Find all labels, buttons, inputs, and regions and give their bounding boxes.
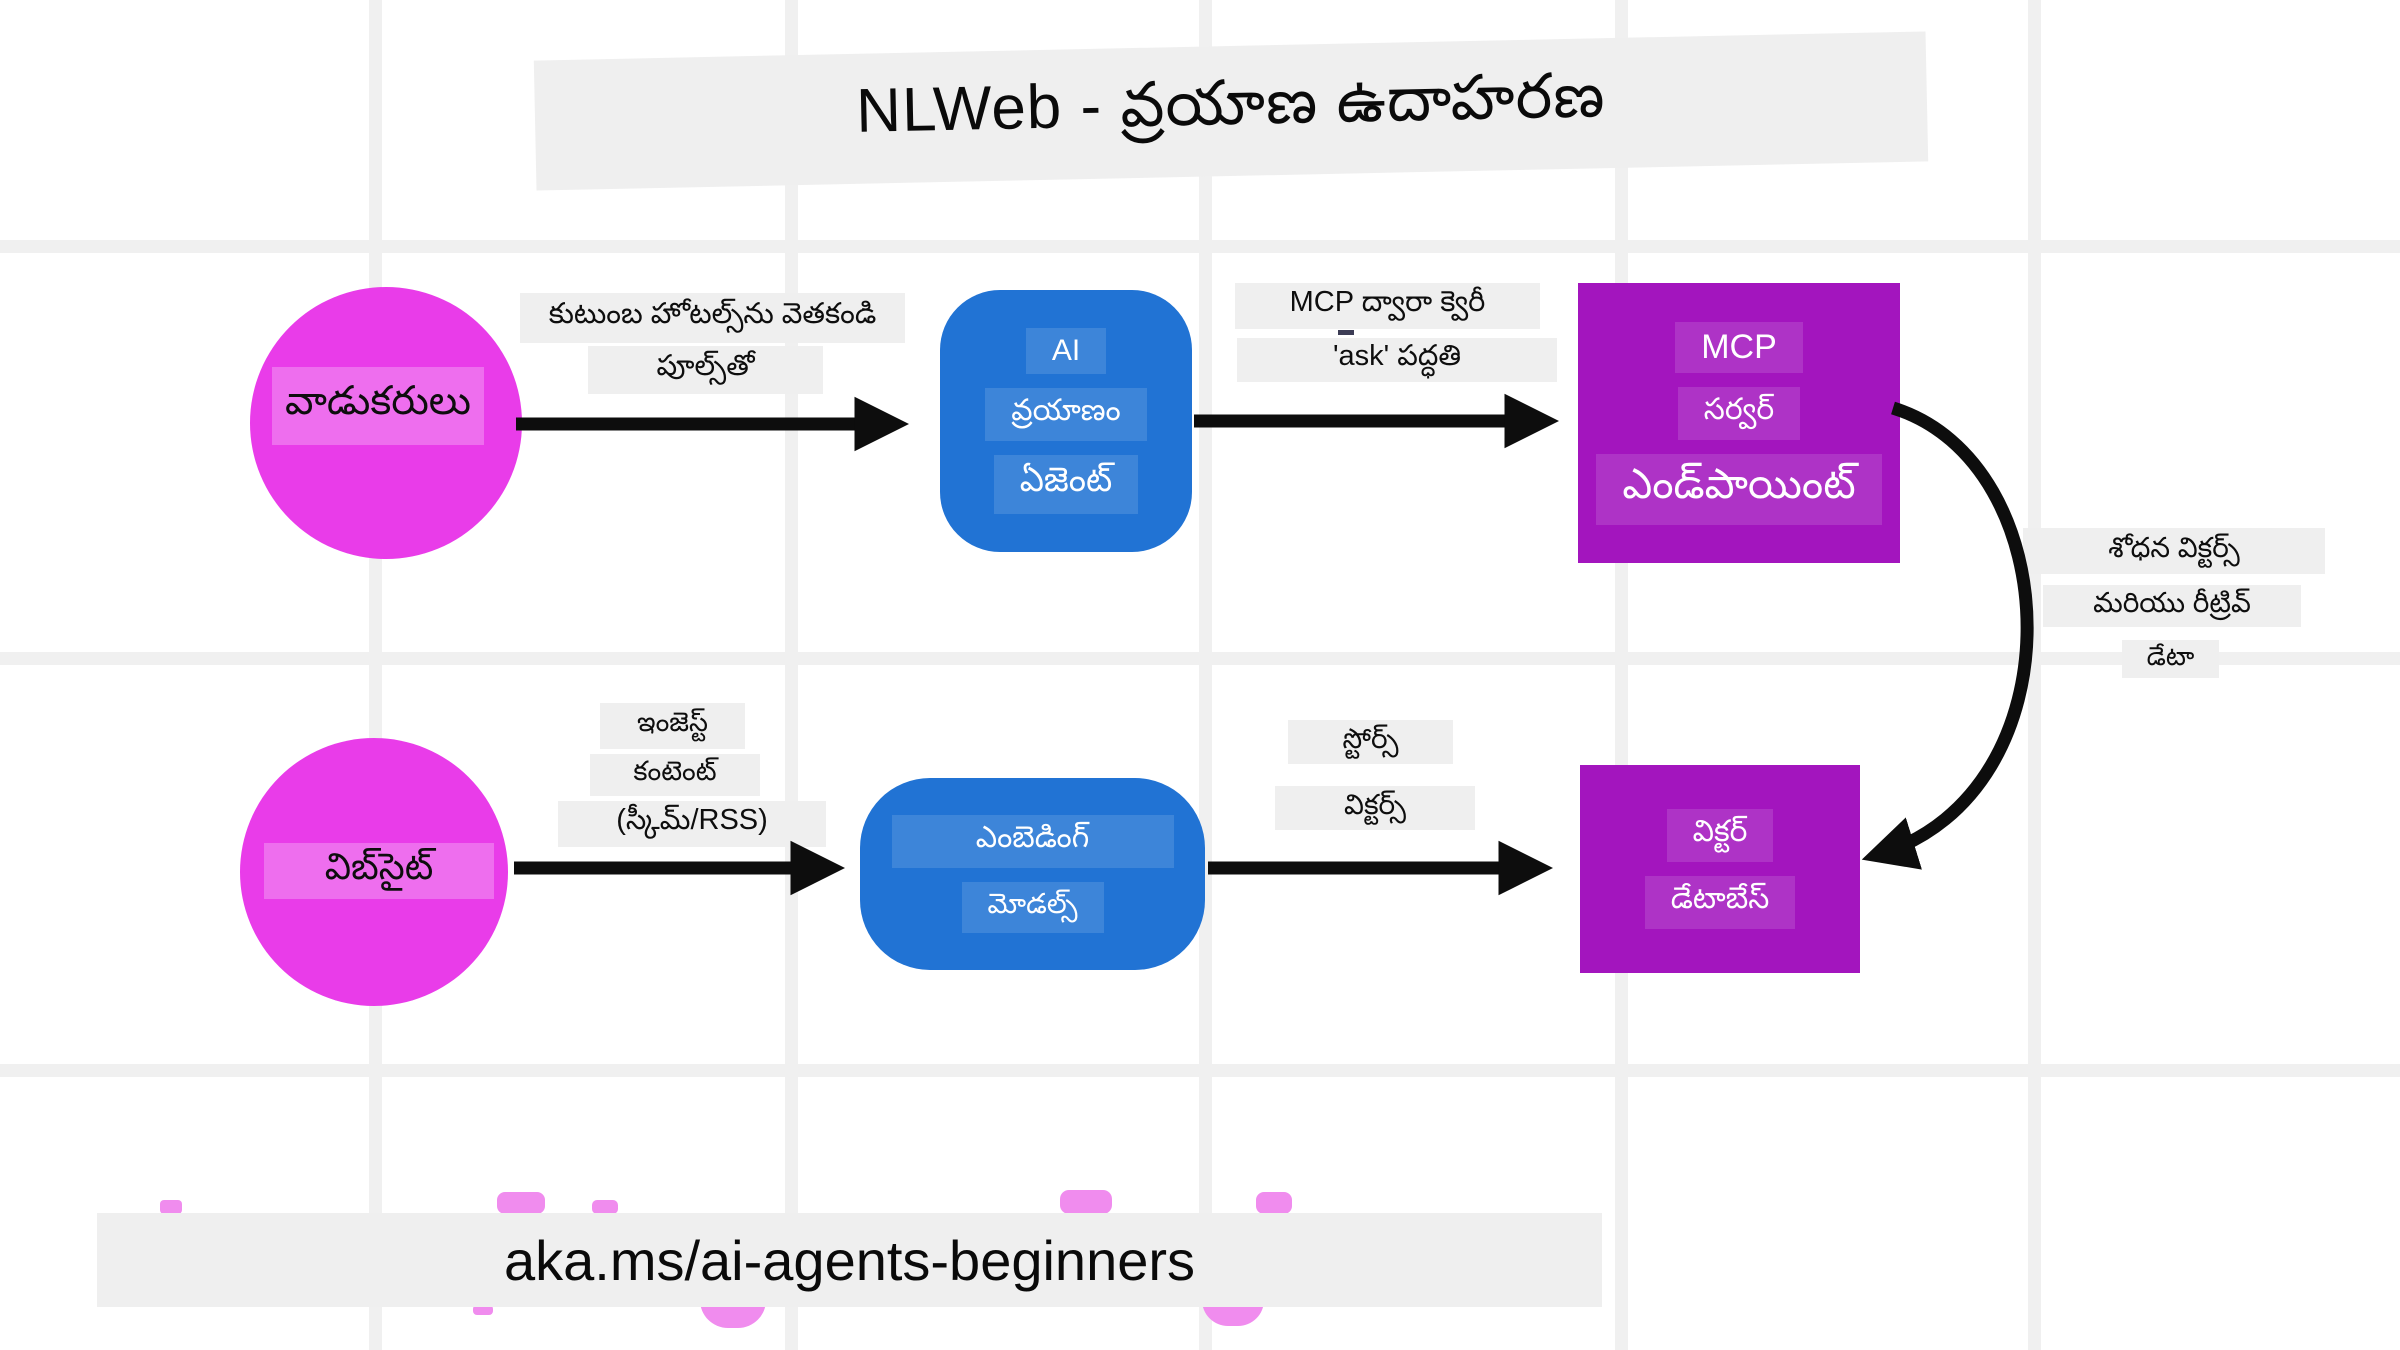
- edge-label-search-1: శోధన విక్టర్స్: [2023, 528, 2325, 574]
- arrow-mcp-to-vectordb-curve: [1861, 401, 2034, 870]
- grid-line-vertical: [1615, 0, 1628, 1350]
- grid-line-vertical: [369, 0, 382, 1350]
- edge-label-ingest-3: (స్కీమ్/RSS): [558, 801, 826, 847]
- grid-line-horizontal: [0, 240, 2400, 253]
- node-website-label: విబ్‌సైట్: [264, 843, 494, 899]
- node-ai-travel-agent: AI వ్రయాణం ఏజెంట్: [940, 290, 1192, 552]
- pink-text-fragment: [497, 1192, 545, 1214]
- edge-label-store-2: విక్టర్స్: [1275, 786, 1475, 830]
- edge-label-mcp-query-2: 'ask' పద్ధతి: [1237, 338, 1557, 382]
- node-embedding-line-1: ఎంబెడింగ్: [891, 815, 1174, 868]
- node-users-label: వాడుకరులు: [272, 367, 484, 445]
- edge-label-ingest-1: ఇంజెస్ట్: [600, 703, 745, 749]
- grid-line-vertical: [2028, 0, 2041, 1350]
- grid-line-vertical: [1199, 0, 1212, 1350]
- edge-label-mcp-query-1: MCP ద్వారా క్వెరీ: [1235, 283, 1540, 329]
- node-ai-travel-agent-line-1: AI: [1025, 328, 1107, 374]
- footer-band: aka.ms/ai-agents-beginners: [97, 1213, 1602, 1307]
- edge-label-search-3: డేటా: [2122, 640, 2219, 678]
- pink-text-fragment: [473, 1305, 493, 1315]
- grid-line-vertical: [785, 0, 798, 1350]
- pink-text-fragment: [592, 1200, 618, 1214]
- node-mcp-server-line-2: సర్వర్: [1677, 386, 1801, 440]
- grid-line-horizontal: [0, 1064, 2400, 1077]
- edge-label-user-query-2: పూల్స్‌తో: [588, 346, 823, 394]
- edge-label-ingest-2: కంటెంట్: [590, 754, 760, 796]
- node-mcp-server-line-1: MCP: [1675, 321, 1803, 373]
- node-ai-travel-agent-line-3: ఏజెంట్: [993, 455, 1139, 514]
- pink-text-fragment: [1256, 1192, 1292, 1214]
- node-ai-travel-agent-line-2: వ్రయాణం: [985, 388, 1147, 441]
- node-mcp-server-endpoint: MCP సర్వర్ ఎండ్‌పాయింట్: [1578, 283, 1900, 563]
- pink-text-fragment: [1060, 1190, 1112, 1214]
- grid-line-horizontal: [0, 652, 2400, 665]
- node-vector-db-line-1: విక్టర్: [1666, 809, 1774, 862]
- node-vector-database: విక్టర్ డేటాబేస్: [1580, 765, 1860, 973]
- node-mcp-server-line-3: ఎండ్‌పాయింట్: [1596, 453, 1882, 525]
- dash-artifact: [1338, 330, 1354, 335]
- edge-label-store-1: స్టోర్స్: [1288, 720, 1453, 764]
- node-vector-db-line-2: డేటాబేస్: [1644, 876, 1796, 929]
- pink-text-fragment: [160, 1200, 182, 1214]
- edge-label-search-2: మరియు రీట్రివ్: [2043, 585, 2301, 627]
- footer-url: aka.ms/ai-agents-beginners: [503, 1228, 1196, 1292]
- node-embedding-line-2: మోడల్స్: [961, 882, 1104, 933]
- diagram-title-band: NLWeb - వ్రయాణ ఉదాహరణ: [533, 31, 1929, 191]
- node-users: వాడుకరులు: [250, 287, 522, 559]
- diagram-title: NLWeb - వ్రయాణ ఉదాహరణ: [855, 61, 1607, 146]
- edge-label-user-query-1: కుటుంబ హోటల్స్‌ను వెతకండి: [520, 293, 905, 343]
- node-embedding-models: ఎంబెడింగ్ మోడల్స్: [860, 778, 1205, 970]
- node-website: విబ్‌సైట్: [240, 738, 508, 1006]
